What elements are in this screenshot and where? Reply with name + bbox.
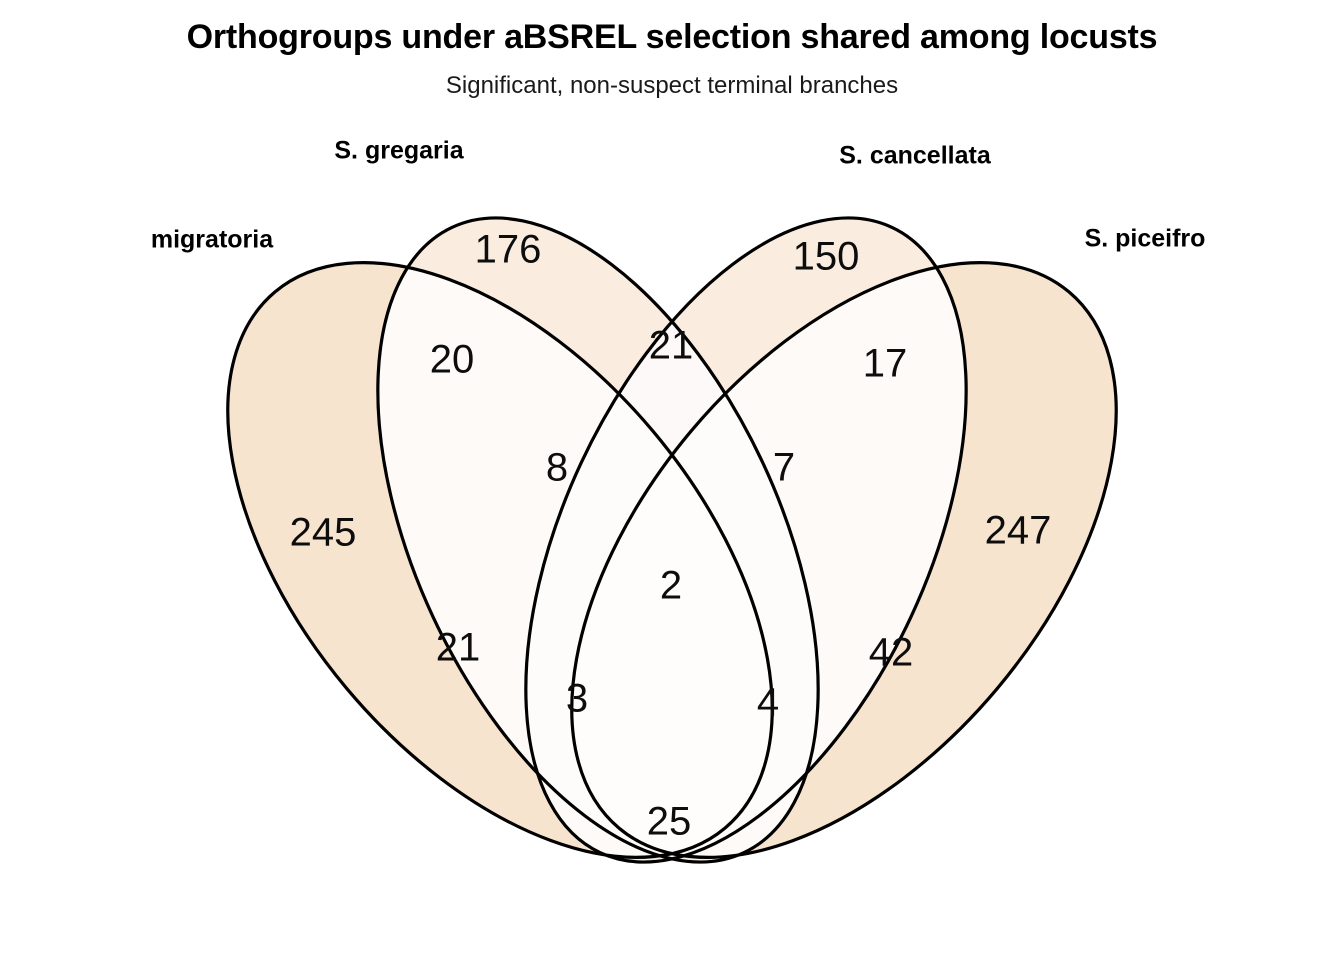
count-gregaria-cancellata: 21 (649, 324, 694, 368)
count-migratoria-cancellata-piceifro: 4 (757, 681, 779, 725)
set-label-gregaria: S. gregaria (334, 137, 464, 165)
page-subtitle: Significant, non-suspect terminal branch… (445, 72, 899, 99)
set-label-migratoria: migratoria (151, 226, 274, 254)
count-migratoria-cancellata: 21 (436, 626, 481, 670)
count-gregaria-piceifro: 42 (869, 631, 914, 675)
count-migratoria-gregaria: 20 (430, 338, 475, 382)
count-cancellata-only: 150 (793, 235, 860, 279)
count-migratoria-gregaria-cancellata: 8 (546, 446, 568, 490)
count-gregaria-only: 176 (475, 228, 542, 272)
count-gregaria-cancellata-piceifro: 7 (773, 446, 795, 490)
count-migratoria-gregaria-piceifro: 3 (566, 677, 588, 721)
count-all-four: 2 (660, 564, 682, 608)
count-migratoria-only: 245 (290, 511, 357, 555)
venn-count-labels: 245 176 150 247 20 21 17 21 42 25 8 7 3 … (290, 228, 1052, 844)
set-label-piceifro: S. piceifro (1085, 225, 1206, 253)
venn-set-labels: migratoria S. gregaria S. cancellata S. … (151, 137, 1206, 254)
page-title: Orthogroups under aBSREL selection share… (186, 18, 1158, 56)
set-label-cancellata: S. cancellata (839, 142, 992, 170)
count-migratoria-piceifro: 25 (647, 800, 692, 844)
count-cancellata-piceifro: 17 (863, 342, 908, 386)
count-piceifro-only: 247 (985, 509, 1052, 553)
